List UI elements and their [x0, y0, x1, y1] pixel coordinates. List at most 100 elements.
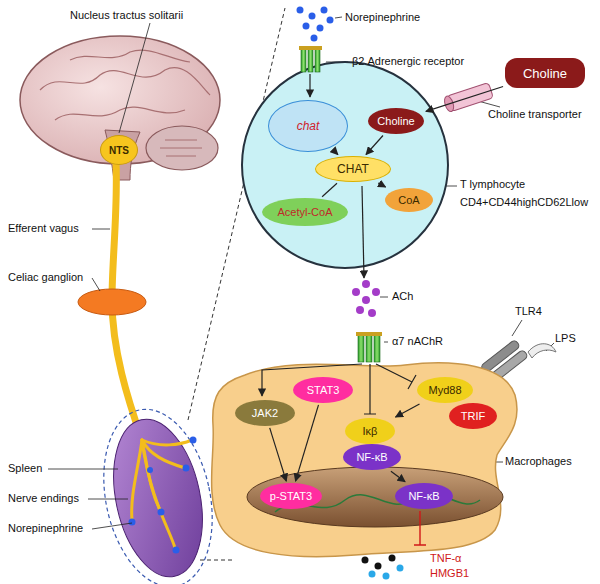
node-text: NF-κB	[356, 451, 387, 463]
label-text: Nucleus tractus solitarii	[70, 9, 183, 22]
node-text: T lymphocyte	[460, 178, 525, 191]
drawing-path	[212, 363, 517, 557]
drawing-circle	[372, 288, 380, 296]
node-text: Choline	[377, 115, 414, 127]
norepinephrine-dots	[297, 7, 334, 42]
dna-strand	[275, 494, 480, 512]
drawing-circle	[362, 296, 370, 304]
stat-ellipse: STAT3	[293, 377, 353, 403]
drawing-circle	[303, 23, 310, 30]
label-text: Nerve endings	[8, 492, 79, 505]
label-text: β2 Adrenergic receptor	[352, 55, 464, 68]
connector-arrow	[378, 183, 385, 187]
label-text: TLR4	[515, 305, 542, 318]
node-text: CD4+CD44highCD62Llow	[460, 196, 588, 209]
node-text: Myd88	[428, 384, 461, 396]
drawing-circle	[327, 17, 334, 24]
connector-arrow	[322, 183, 337, 196]
connector-arrow	[366, 136, 383, 155]
inhibitor-ellipse: Iκβ	[345, 418, 395, 444]
drawing-circle	[183, 465, 190, 472]
label-text: Norepinephrine	[345, 11, 420, 24]
ach-dots	[352, 280, 380, 317]
label-text: α7 nAChR	[392, 335, 443, 348]
drawing-path	[142, 440, 192, 445]
drawing-circle	[317, 25, 324, 32]
drawing-circle	[383, 573, 390, 580]
node-text: NTS	[109, 145, 129, 156]
product-ellipse: CoA	[385, 188, 433, 212]
drawing-circle	[389, 555, 396, 562]
drawing-path	[132, 440, 142, 520]
inhibition-line	[414, 511, 426, 545]
nerve-endings	[132, 440, 192, 548]
drawing-path	[70, 50, 190, 62]
beta2-receptor	[299, 46, 322, 72]
label-text: TNF-α	[430, 552, 461, 565]
label-text: Choline transporter	[488, 108, 582, 121]
node-text: Acetyl-CoA	[277, 206, 332, 218]
label-text: Norepinephrine	[8, 522, 83, 535]
signal-arrow	[262, 364, 362, 396]
drawing-circle	[352, 288, 360, 296]
factor-ellipse: NF-κB	[395, 483, 453, 509]
factor-ellipse: NF-κB	[343, 444, 401, 470]
node-text: NF-κB	[408, 490, 439, 502]
drawing-rect	[308, 48, 313, 72]
choline-box: Choline	[505, 58, 585, 88]
drawing-circle	[147, 467, 153, 473]
drawing-path	[55, 107, 185, 120]
macrophage-cell: MacrophagesJAK2STAT3Myd88TRIFIκβNF-κBp-S…	[205, 355, 545, 560]
connector-arrow	[426, 87, 503, 112]
label-text: HMGB1	[430, 567, 469, 580]
drawing-circle	[369, 571, 376, 578]
nucleus-shape	[247, 467, 503, 527]
drawing-circle	[311, 35, 318, 42]
stat-ellipse: p-STAT3	[260, 483, 322, 509]
label-text: Celiac ganglion	[8, 271, 83, 284]
node-text: Macrophages	[505, 455, 572, 468]
t-lymphocyte-cell: T lymphocyteCD4+CD44highCD62LlowchatChol…	[240, 60, 450, 270]
drawing-circle	[297, 7, 304, 14]
drawing-path	[142, 440, 175, 548]
drawing-rect	[315, 48, 320, 72]
brain-drawing	[20, 36, 220, 180]
label-text: Spleen	[8, 462, 42, 475]
node-text: chat	[297, 119, 320, 133]
zoom-ring	[88, 399, 227, 584]
release-arrow	[362, 186, 364, 278]
connector-arrow	[296, 405, 319, 481]
drawing-circle	[309, 13, 316, 20]
drawing-circle	[356, 306, 364, 314]
connector-arrow	[396, 404, 420, 417]
node-text: Iκβ	[363, 425, 378, 437]
drawing-path	[40, 68, 210, 95]
inhibition-line	[364, 364, 416, 414]
a7-nachr-receptor	[356, 332, 382, 362]
nucleus-node: NTS	[100, 135, 138, 165]
choline-ellipse: Choline	[368, 108, 424, 134]
substrate-ellipse: Acetyl-CoA	[262, 198, 348, 226]
celiac-ganglion	[78, 289, 146, 315]
drawing-rect	[366, 334, 372, 362]
signal-arrow	[309, 74, 310, 97]
label-text: Efferent vagus	[8, 222, 79, 235]
drawing-rect	[374, 334, 380, 362]
connector-arrow	[270, 428, 287, 481]
drawing-circle	[321, 7, 328, 14]
drawing-rect	[301, 48, 306, 72]
node-text: STAT3	[307, 384, 340, 396]
drawing-circle	[190, 437, 197, 444]
drawing-rect	[299, 46, 322, 50]
drawing-circle	[173, 547, 180, 554]
kinase-ellipse: JAK2	[235, 400, 295, 426]
drawing-circle	[397, 565, 404, 572]
drawing-circle	[242, 62, 448, 268]
node-text: p-STAT3	[270, 490, 312, 502]
drawing-circle	[375, 563, 382, 570]
drawing-path	[160, 140, 202, 156]
node-text: JAK2	[252, 407, 278, 419]
label-text: LPS	[555, 332, 576, 345]
connector-arrow	[391, 471, 405, 482]
